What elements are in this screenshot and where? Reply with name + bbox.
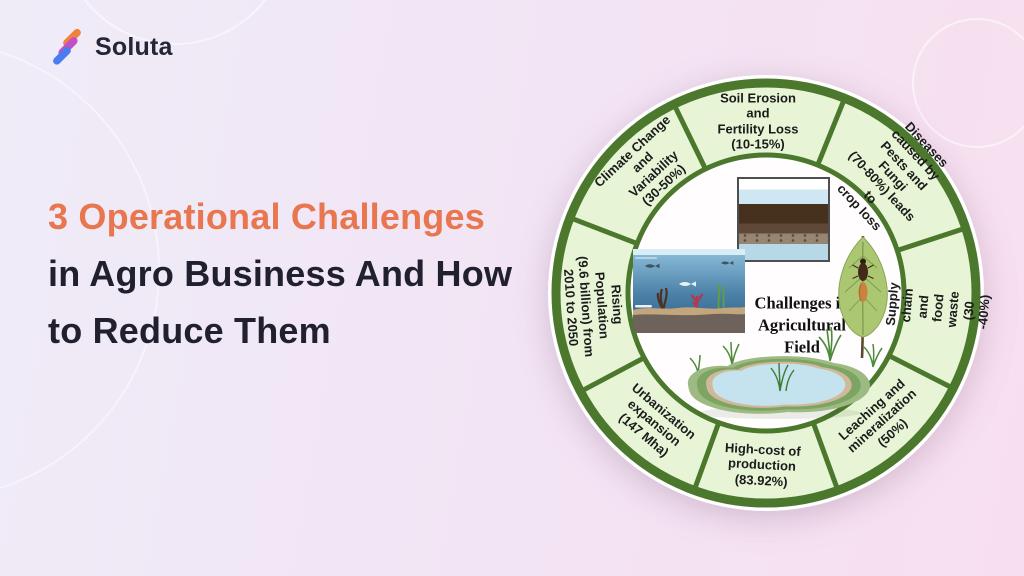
- underwater-scene-image: [633, 249, 745, 333]
- soil-layers-image: [737, 177, 830, 262]
- logo: Soluta: [48, 28, 173, 66]
- soil-speckles: [739, 233, 828, 244]
- logo-text: Soluta: [95, 32, 173, 61]
- segment-label-supply-chain: Supply chain and food waste (30 -40%): [882, 281, 993, 330]
- center-title: Challenges in Agricultural Field: [754, 293, 850, 356]
- title-line-2: in Agro Business And How: [48, 253, 513, 294]
- title-accent-line: 3 Operational Challenges: [48, 196, 485, 237]
- page-title: 3 Operational Challenges in Agro Busines…: [48, 188, 512, 359]
- segment-label-population: Rising Population (9.6 billion) from 201…: [561, 255, 626, 358]
- segment-label-soil-erosion: Soil Erosion and Fertility Loss (10-15%): [717, 90, 799, 152]
- decorative-circle: [912, 18, 1024, 148]
- challenges-wheel-diagram: Soil Erosion and Fertility Loss (10-15%)…: [546, 73, 993, 513]
- pond-illustration: [687, 341, 883, 419]
- leaf-pest-illustration: [838, 235, 888, 359]
- segment-label-high-cost: High-cost of production (83.92%): [724, 440, 802, 490]
- wheel-graphic: [548, 75, 984, 511]
- title-line-3: to Reduce Them: [48, 310, 331, 351]
- grass-illustration: [818, 326, 842, 361]
- soluta-logo-icon: [53, 28, 81, 65]
